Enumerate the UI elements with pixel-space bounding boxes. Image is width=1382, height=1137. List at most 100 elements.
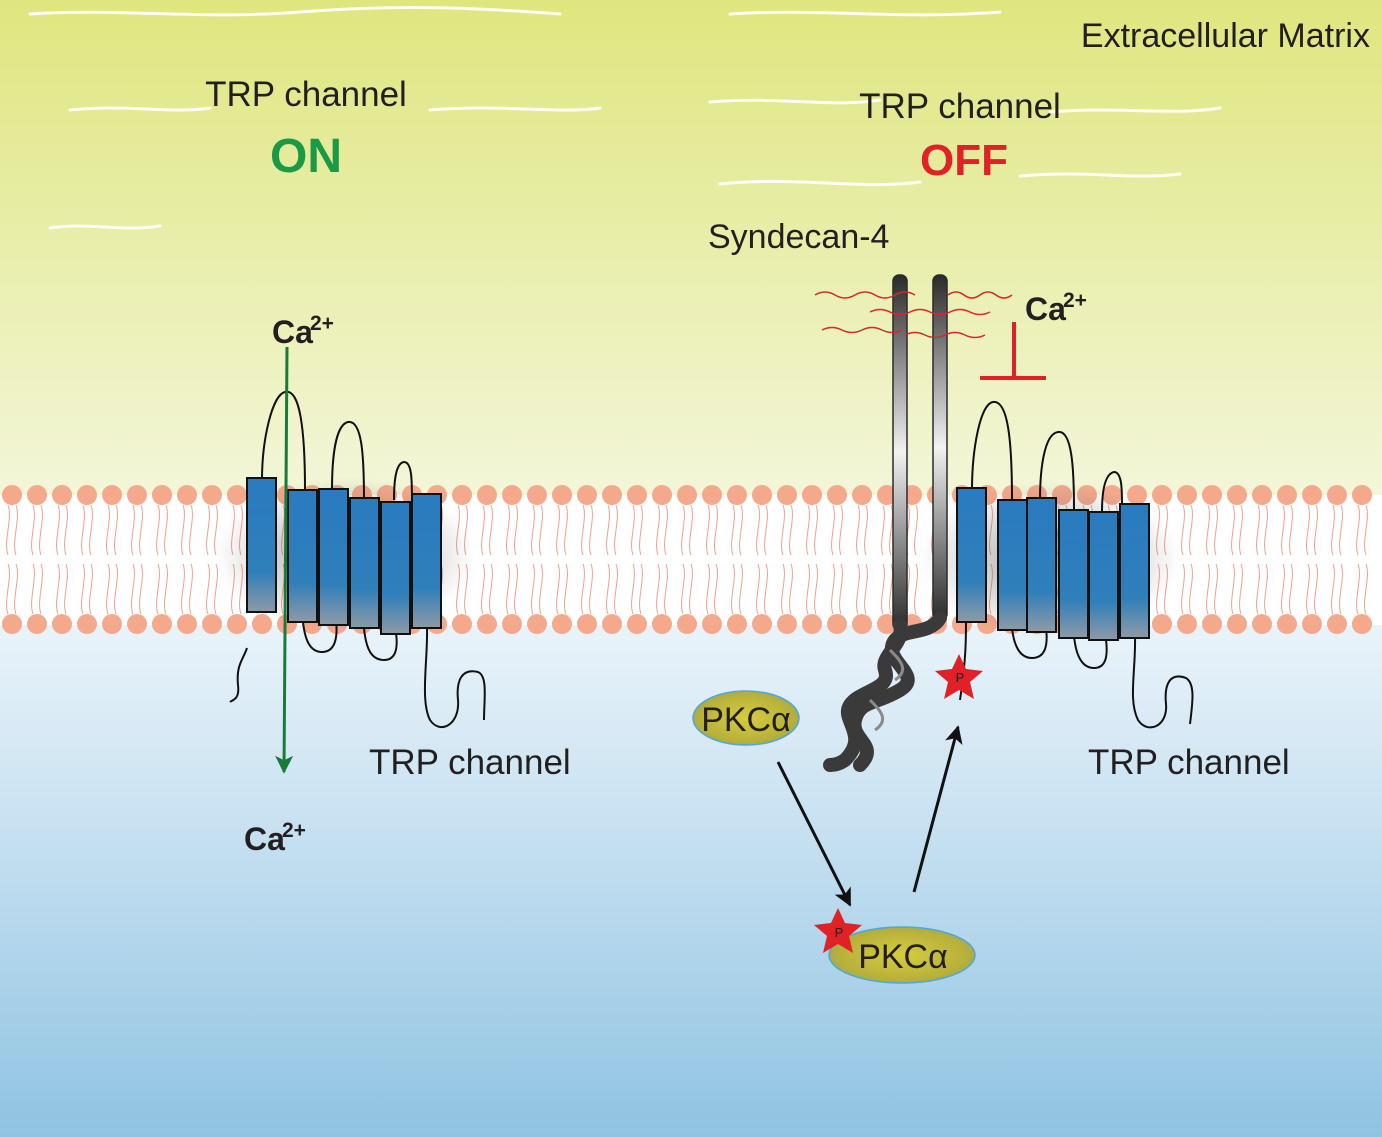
lipid-head [1202,485,1222,505]
inhibition-symbol [980,322,1046,380]
lipid-head [502,485,522,505]
lipid-tail [106,563,110,615]
lipid-tail [1364,504,1368,556]
lipid-tail [56,563,60,615]
pkc-alpha-label: PKCα [701,701,791,739]
lipid-tail [756,504,760,556]
lipid-tail [1181,563,1185,615]
lipid-tail [631,563,635,615]
lipid-tail [156,563,160,615]
lipid-tail [1239,504,1243,556]
lipid-head [1152,485,1172,505]
lipid-head [1302,485,1322,505]
channel-phospho-star-icon: P [935,654,983,699]
lipid-tail [564,504,568,556]
lipid-tail [114,563,118,615]
lipid-tail [831,563,835,615]
calcium-label-extracellular-right: Ca 2+ [1025,289,1087,327]
lipid-tail [914,504,918,556]
lipid-tail [1206,563,1210,615]
lipid-tail [706,504,710,556]
right-channel-title: TRP channel [859,87,1061,126]
lipid-tail [31,504,35,556]
channel-phosphorylation-arrow [912,725,963,893]
lipid-tail [881,563,885,615]
lipid-head [1252,614,1272,634]
lipid-tail [614,563,618,615]
lipid-tail [631,504,635,556]
lipid-head [827,614,847,634]
lipid-head [202,485,222,505]
lipid-tail [1339,504,1343,556]
lipid-head [852,485,872,505]
lipid-tail [89,504,93,556]
lipid-head [602,614,622,634]
lipid-tail [856,563,860,615]
lipid-head [627,485,647,505]
lipid-tail [1256,563,1260,615]
lipid-tail [806,504,810,556]
heparan-sulfate-chains [814,291,1013,339]
lipid-tail [1289,563,1293,615]
lipid-head [702,485,722,505]
lipid-tail [831,504,835,556]
lipid-tail [6,504,10,556]
lipid-head [102,614,122,634]
lipid-head [802,614,822,634]
lipid-tail [206,504,210,556]
lipid-tail [114,504,118,556]
lipid-tail [206,563,210,615]
lipid-tail [814,504,818,556]
lipid-tail [1264,504,1268,556]
lipid-tail [1214,563,1218,615]
lipid-tail [81,504,85,556]
lipid-head [602,485,622,505]
left-trp-channel-label: TRP channel [369,743,571,782]
lipid-tail [689,504,693,556]
lipid-head [52,614,72,634]
lipid-tail [64,563,68,615]
lipid-head [1227,485,1247,505]
lipid-tail [664,504,668,556]
lipid-tail [539,563,543,615]
lipid-head [152,485,172,505]
svg-text:2+: 2+ [310,312,334,335]
lipid-tail [706,563,710,615]
lipid-head [452,614,472,634]
lipid-tail [606,563,610,615]
lipid-tail [1314,563,1318,615]
lipid-head [652,485,672,505]
lipid-tail [131,563,135,615]
lipid-tail [731,563,735,615]
lipid-tail [14,563,18,615]
lipid-tail [639,504,643,556]
svg-text:Ca: Ca [272,314,313,350]
lipid-head [877,485,897,505]
lipid-tail [731,504,735,556]
lipid-tail [64,504,68,556]
trp-channel-right [920,401,1194,729]
lipid-tail [689,563,693,615]
lipid-head [677,614,697,634]
lipid-tail [739,504,743,556]
lipid-head [52,485,72,505]
lipid-tail [581,563,585,615]
lipid-head [877,614,897,634]
lipid-tail [1264,563,1268,615]
lipid-tail [1231,563,1235,615]
lipid-tail [489,504,493,556]
right-channel-state-off: OFF [920,136,1008,185]
lipid-head [1177,614,1197,634]
lipid-tail [139,563,143,615]
lipid-tail [14,504,18,556]
lipid-tail [589,563,593,615]
lipid-head [1277,485,1297,505]
lipid-head [527,614,547,634]
left-channel-title: TRP channel [205,75,407,114]
lipid-tail [881,504,885,556]
lipid-tail [506,563,510,615]
lipid-head [177,485,197,505]
lipid-head [452,485,472,505]
ecm-fibers [28,6,1222,230]
